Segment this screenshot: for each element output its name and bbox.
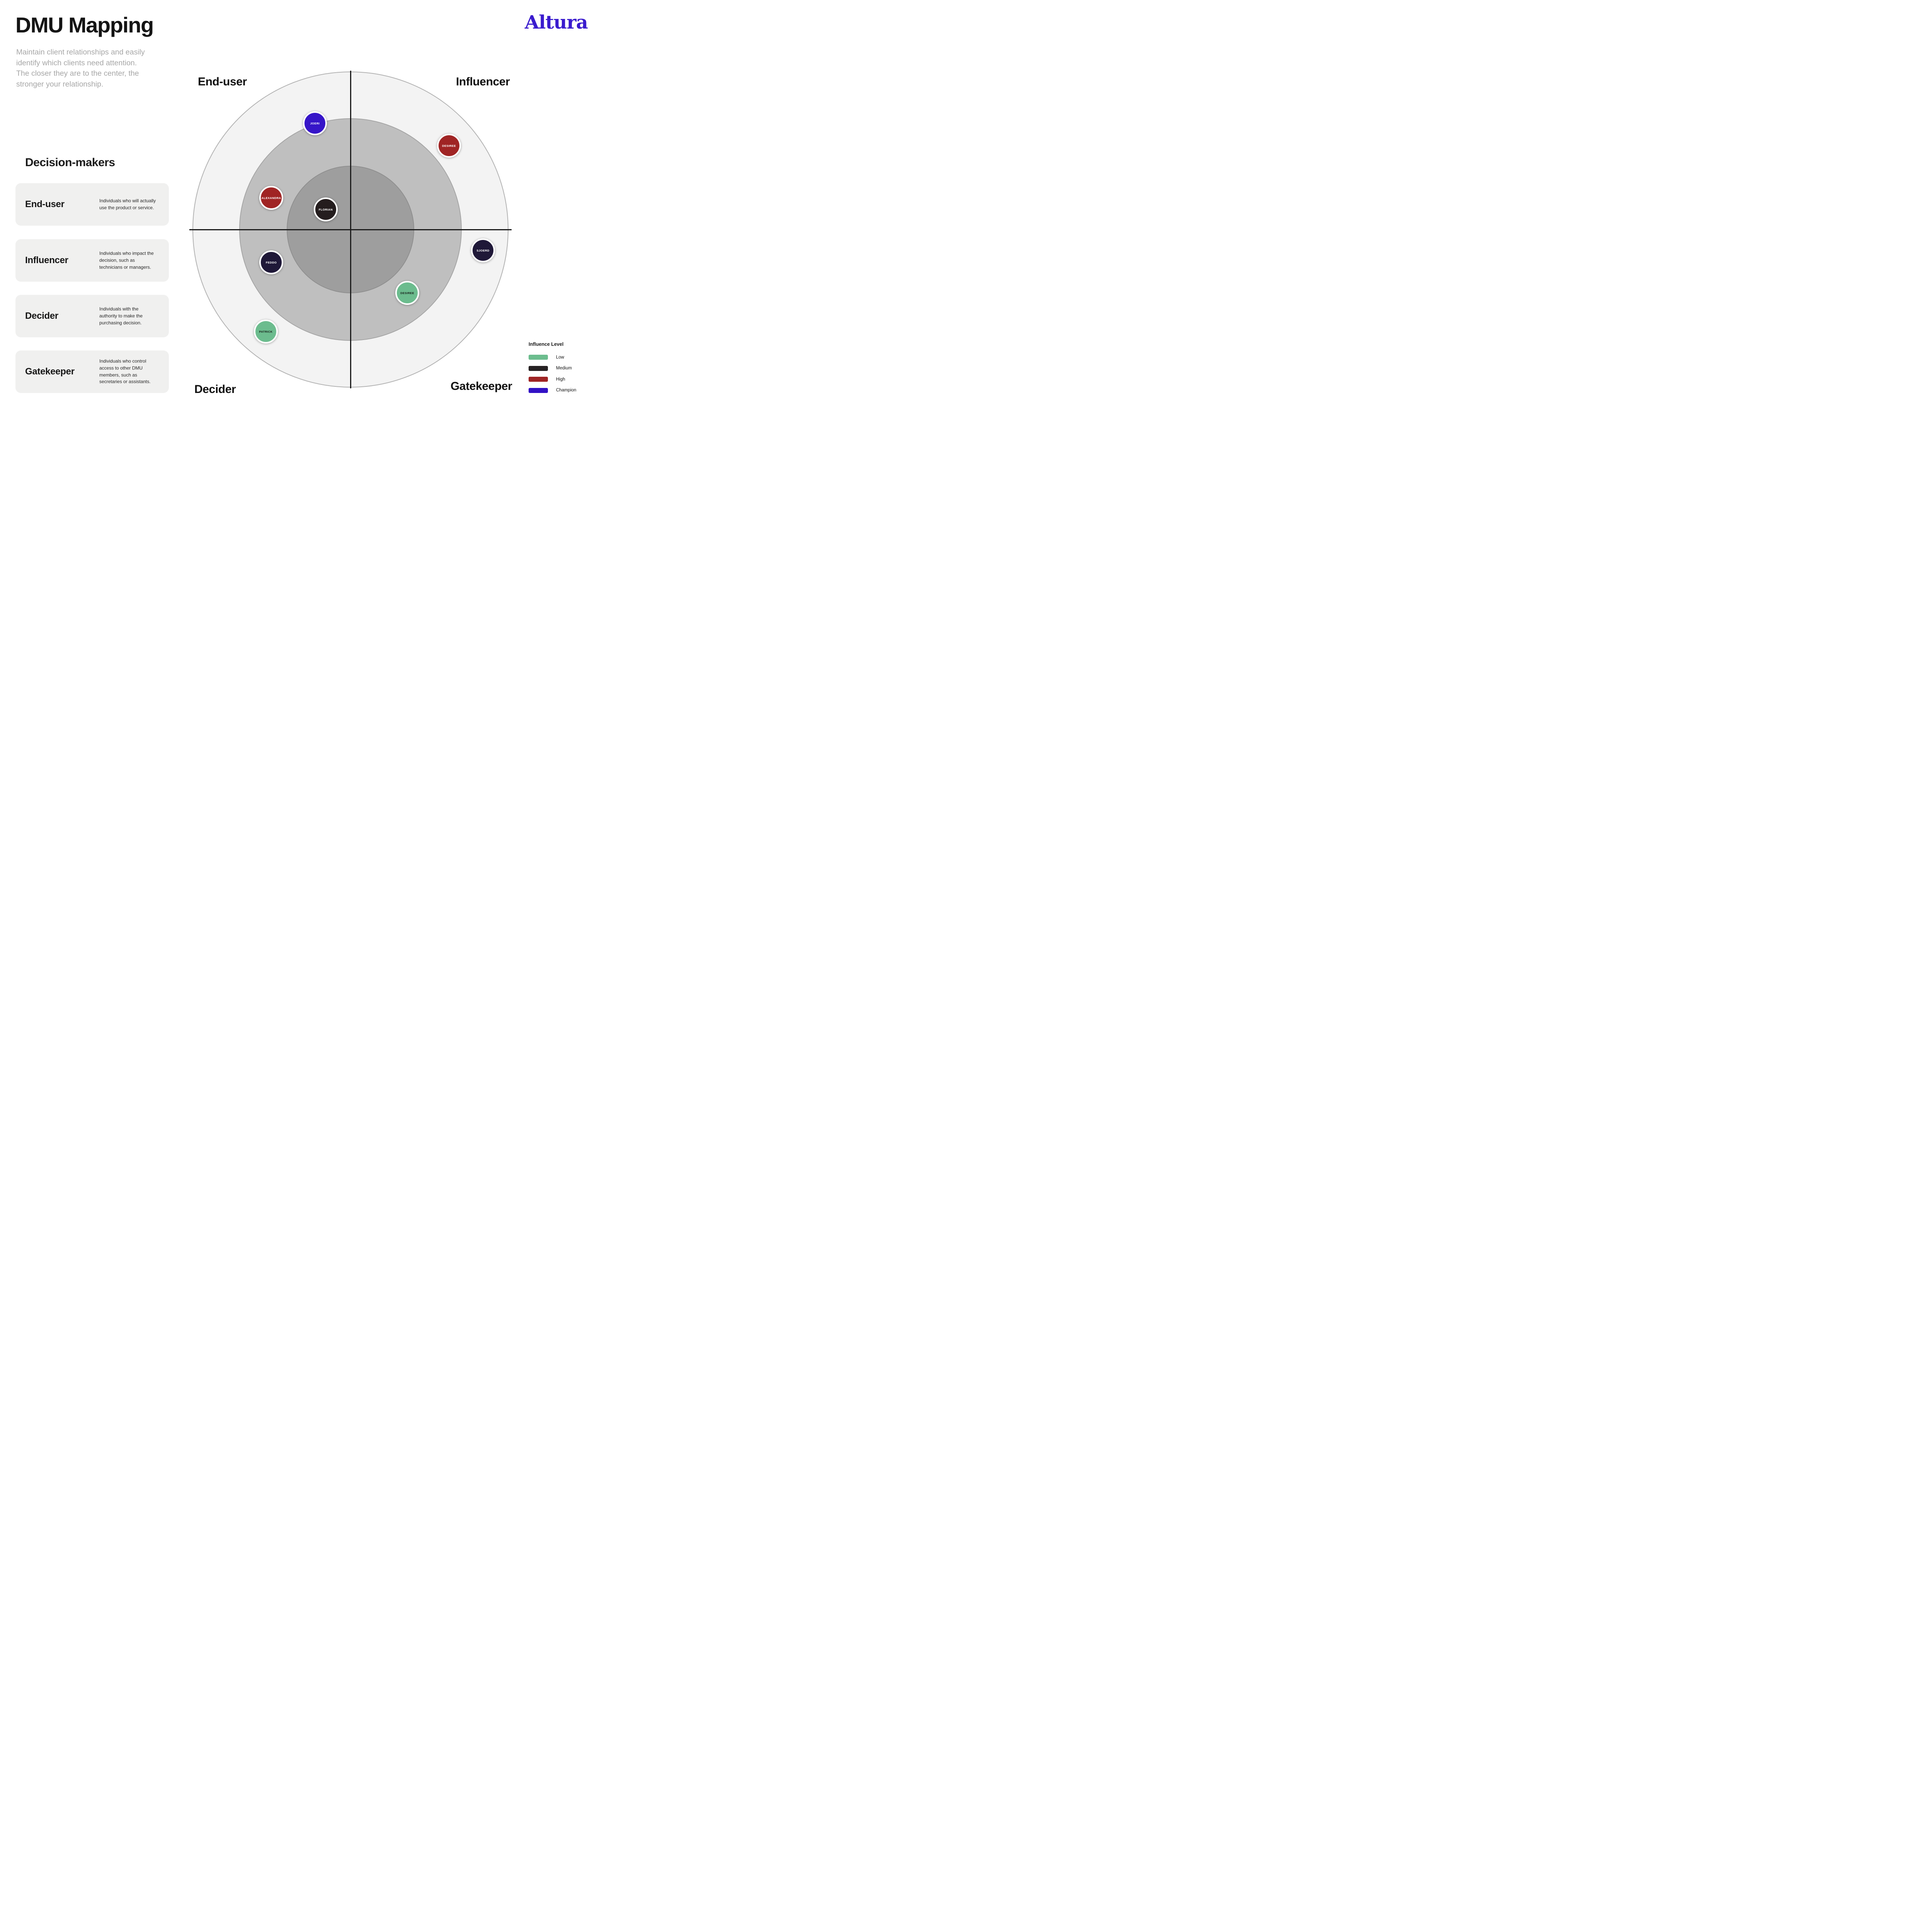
person-bubble[interactable]: DESIREE xyxy=(437,134,461,158)
dmu-mapping-page: DMU Mapping Maintain client relationship… xyxy=(0,0,594,401)
quadrant-axis-horizontal xyxy=(189,229,512,230)
quadrant-label-end-user: End-user xyxy=(198,75,247,88)
person-bubble[interactable]: FLORIAN xyxy=(314,197,338,221)
card-decider: Decider Individuals with the authority t… xyxy=(15,295,169,337)
person-bubble[interactable]: PATRICK xyxy=(254,320,278,344)
quadrant-label-gatekeeper: Gatekeeper xyxy=(451,380,512,393)
quadrant-label-influencer: Influencer xyxy=(456,75,510,88)
legend-item-low: Low xyxy=(529,355,576,360)
person-bubble[interactable]: ALEXANDRA xyxy=(259,186,283,210)
card-description: Individuals who control access to other … xyxy=(99,358,151,384)
decision-makers-heading: Decision-makers xyxy=(25,156,115,169)
person-bubble[interactable]: DESIREE xyxy=(395,281,419,305)
card-title: Gatekeeper xyxy=(25,366,75,377)
card-end-user: End-user Individuals who will actually u… xyxy=(15,183,169,226)
card-description: Individuals who impact the decision, suc… xyxy=(99,250,154,270)
card-description: Individuals with the authority to make t… xyxy=(99,306,143,325)
person-bubble[interactable]: JOERI xyxy=(303,111,327,135)
altura-logo[interactable]: Altura xyxy=(525,12,588,33)
person-bubble[interactable]: SJOERD xyxy=(471,238,495,262)
quadrant-label-decider: Decider xyxy=(194,383,236,396)
legend-label: Medium xyxy=(556,366,572,371)
page-title: DMU Mapping xyxy=(15,13,154,37)
legend-item-high: High xyxy=(529,377,576,382)
legend-title: Influence Level xyxy=(529,342,564,347)
card-influencer: Influencer Individuals who impact the de… xyxy=(15,239,169,282)
card-gatekeeper: Gatekeeper Individuals who control acces… xyxy=(15,350,169,393)
legend-swatch-high xyxy=(529,377,548,382)
influence-level-legend: Influence Level Low Medium High Champion xyxy=(529,342,576,399)
legend-label: Low xyxy=(556,355,565,360)
legend-label: Champion xyxy=(556,388,577,393)
legend-item-medium: Medium xyxy=(529,366,576,371)
legend-swatch-champion xyxy=(529,388,548,393)
person-bubble[interactable]: FEDDO xyxy=(259,250,283,274)
card-title: Influencer xyxy=(25,255,68,265)
card-description: Individuals who will actually use the pr… xyxy=(99,198,156,210)
legend-swatch-medium xyxy=(529,366,548,371)
legend-swatch-low xyxy=(529,355,548,360)
legend-item-champion: Champion xyxy=(529,388,576,393)
page-description: Maintain client relationships and easily… xyxy=(16,48,145,89)
card-title: End-user xyxy=(25,199,65,209)
card-title: Decider xyxy=(25,311,58,321)
legend-label: High xyxy=(556,377,565,382)
